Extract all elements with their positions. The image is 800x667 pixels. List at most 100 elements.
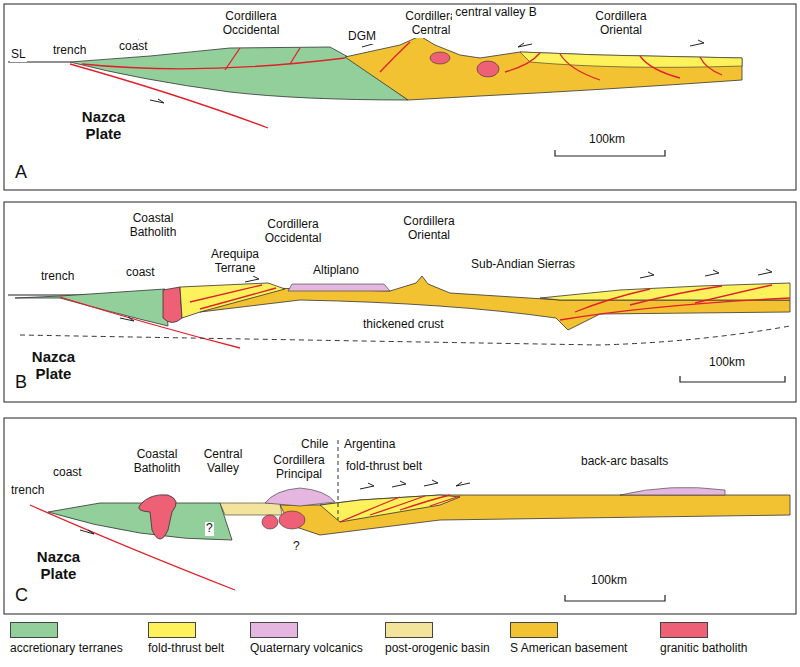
section-label: Argentina bbox=[343, 438, 396, 452]
fold-thrust-belt bbox=[320, 495, 460, 522]
section-label: Cordillera Oriental bbox=[580, 10, 662, 38]
fault bbox=[630, 286, 722, 305]
section-label: SL bbox=[10, 48, 27, 62]
section-label: trench bbox=[52, 44, 87, 58]
half-arrow bbox=[80, 530, 94, 534]
section-label: Arequipa Terrane bbox=[198, 248, 272, 276]
half-arrow bbox=[424, 480, 438, 486]
panel-frame bbox=[4, 202, 796, 402]
accretionary-terrane bbox=[15, 289, 168, 326]
fault bbox=[82, 58, 345, 69]
section-label: Cordillera Principal bbox=[262, 454, 336, 482]
section-label: Central Valley bbox=[193, 448, 253, 476]
legend-text: post-orogenic basin bbox=[385, 641, 490, 655]
half-arrow bbox=[758, 269, 772, 275]
section-label: Cordillera Occidental bbox=[252, 218, 334, 246]
subduction-fault bbox=[60, 297, 240, 348]
section-label: coast bbox=[118, 40, 149, 54]
section-label: thickened crust bbox=[362, 318, 445, 332]
panel-frame bbox=[4, 4, 796, 190]
section-label: trench bbox=[40, 270, 75, 284]
legend-text: accretionary terranes bbox=[10, 641, 123, 655]
basement bbox=[200, 276, 790, 330]
motion-arrows bbox=[120, 269, 772, 321]
fault bbox=[700, 57, 722, 75]
scale-bar bbox=[680, 376, 785, 382]
half-arrow bbox=[120, 317, 134, 321]
section-label: trench bbox=[10, 484, 45, 498]
basement bbox=[280, 495, 790, 535]
section-label: Cordillera Occidental bbox=[205, 10, 297, 38]
faults bbox=[30, 495, 460, 590]
section-label: ? bbox=[205, 522, 214, 536]
batholith bbox=[477, 61, 499, 77]
legend-swatch bbox=[250, 622, 298, 638]
half-arrow bbox=[392, 481, 406, 487]
section-label: 100km bbox=[708, 356, 746, 370]
basalts bbox=[620, 487, 725, 495]
half-arrow bbox=[518, 43, 532, 47]
half-arrow bbox=[640, 272, 654, 278]
panel-frame bbox=[4, 418, 796, 614]
fault bbox=[370, 496, 425, 515]
section-label: back-arc basalts bbox=[580, 455, 669, 469]
section-label: Altiplano bbox=[312, 264, 360, 278]
half-arrow bbox=[705, 270, 719, 276]
fault bbox=[200, 288, 276, 309]
batholith bbox=[279, 511, 305, 529]
panel-letter: C bbox=[14, 585, 29, 606]
half-arrow bbox=[150, 99, 164, 103]
scale-bar bbox=[565, 595, 665, 601]
section-label: Nazca Plate bbox=[25, 348, 82, 383]
legend-swatch bbox=[10, 622, 58, 638]
border-line bbox=[338, 440, 339, 520]
volcanics bbox=[265, 488, 335, 506]
half-arrow bbox=[690, 40, 704, 46]
section-label: ? bbox=[292, 540, 301, 554]
legend-swatch bbox=[148, 622, 196, 638]
faults bbox=[70, 42, 722, 128]
legend-swatch bbox=[510, 622, 558, 638]
section-label: Coastal Batholith bbox=[118, 212, 188, 240]
batholith bbox=[163, 287, 182, 323]
fault bbox=[430, 496, 460, 506]
legend-text: fold-thrust belt bbox=[148, 641, 224, 655]
section-label: DGM bbox=[347, 30, 377, 44]
legend-swatch bbox=[660, 622, 708, 638]
batholith bbox=[430, 52, 450, 64]
section-label: Cordillera Oriental bbox=[388, 215, 470, 243]
basement bbox=[345, 36, 742, 100]
basin bbox=[220, 503, 282, 515]
motion-arrows bbox=[130, 40, 704, 103]
scale-bar bbox=[555, 150, 665, 156]
batholith bbox=[139, 495, 176, 539]
fold-thrust-belt bbox=[540, 283, 790, 300]
volcanics bbox=[288, 284, 390, 291]
fault bbox=[560, 298, 790, 320]
panel-letter: A bbox=[14, 162, 28, 183]
fault bbox=[575, 289, 650, 312]
subduction-fault bbox=[30, 505, 235, 590]
section-label: central valley B bbox=[452, 6, 540, 20]
fault bbox=[505, 53, 540, 72]
panel-letter: B bbox=[14, 372, 28, 393]
faults bbox=[60, 285, 790, 348]
fault bbox=[225, 48, 240, 70]
fault bbox=[340, 497, 400, 522]
section-label: coast bbox=[125, 266, 156, 280]
legend-swatch bbox=[385, 622, 433, 638]
fault bbox=[290, 48, 300, 64]
section-label: Sub-Andian Sierras bbox=[470, 258, 576, 272]
half-arrow bbox=[245, 276, 259, 282]
fault bbox=[560, 54, 600, 80]
fault bbox=[640, 56, 680, 78]
legend-text: S American basement bbox=[510, 641, 627, 655]
section-label: 100km bbox=[590, 574, 628, 588]
section-label: Coastal Batholith bbox=[122, 448, 192, 476]
section-label: Nazca Plate bbox=[30, 548, 87, 583]
section-label: Nazca Plate bbox=[75, 108, 132, 143]
fault bbox=[190, 285, 262, 302]
half-arrow bbox=[360, 483, 374, 489]
